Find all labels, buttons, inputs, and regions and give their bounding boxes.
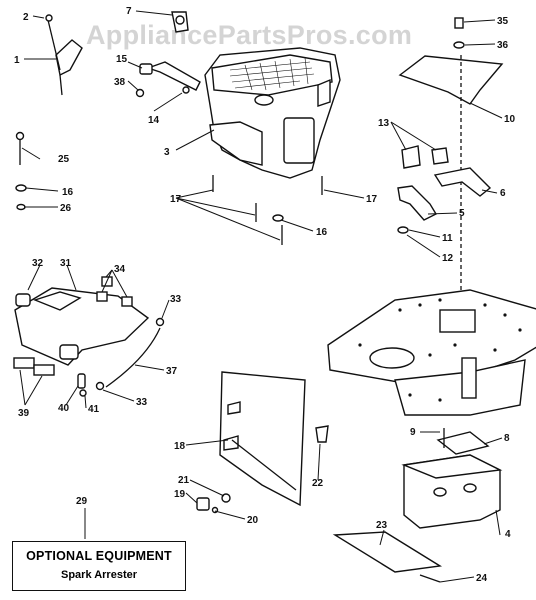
spark-arrester-screen[interactable] <box>332 531 443 583</box>
callout-26: 26 <box>60 203 72 214</box>
part-7-clip[interactable] <box>171 11 189 33</box>
callout-40: 40 <box>58 403 70 414</box>
exhaust-pipes[interactable] <box>397 145 492 234</box>
callout-7: 7 <box>126 6 132 17</box>
dipstick-tube-part[interactable] <box>135 61 201 98</box>
callout-14: 14 <box>148 115 160 126</box>
left-hardware-parts[interactable] <box>15 131 27 211</box>
callout-labels: 1 2 3 4 5 6 7 8 9 10 11 12 13 14 15 16 1… <box>14 6 516 584</box>
callout-8: 8 <box>504 433 510 444</box>
part-39-blocks[interactable] <box>13 357 55 376</box>
mount-bolts[interactable] <box>212 175 323 245</box>
callout-10: 10 <box>504 114 516 125</box>
callout-18: 18 <box>174 441 186 452</box>
callout-5: 5 <box>459 208 465 219</box>
callout-4: 4 <box>505 529 511 540</box>
callout-32: 32 <box>32 258 44 269</box>
callout-34: 34 <box>114 264 126 275</box>
optional-equipment-title: OPTIONAL EQUIPMENT <box>26 549 172 563</box>
callout-6: 6 <box>500 188 506 199</box>
callout-17b: 17 <box>366 194 378 205</box>
callout-1: 1 <box>14 55 20 66</box>
shield-part-18[interactable] <box>219 371 306 507</box>
callout-13: 13 <box>378 118 390 129</box>
callout-37: 37 <box>166 366 178 377</box>
fuel-line-parts[interactable] <box>77 317 165 397</box>
watermark-text: AppliancePartsPros.com <box>86 20 413 50</box>
spark-arrester-label: Spark Arrester <box>60 569 138 581</box>
callout-11: 11 <box>442 233 453 244</box>
callout-41: 41 <box>88 404 100 415</box>
callout-24: 24 <box>476 573 488 584</box>
callout-16b: 16 <box>316 227 328 238</box>
throttle-bracket-part[interactable] <box>45 14 83 96</box>
optional-equipment-box: OPTIONAL EQUIPMENT Spark Arrester <box>12 541 186 591</box>
seat-assembly-part-31[interactable] <box>14 287 150 366</box>
callout-29: 29 <box>76 496 88 507</box>
callout-15: 15 <box>116 54 128 65</box>
callout-9: 9 <box>410 427 416 438</box>
callout-31: 31 <box>60 258 72 269</box>
chassis-frame[interactable] <box>327 289 536 416</box>
callout-17a: 17 <box>170 194 182 205</box>
leader-lines <box>19 10 503 583</box>
callout-35: 35 <box>497 16 509 27</box>
callout-20: 20 <box>247 515 259 526</box>
callout-3: 3 <box>164 147 170 158</box>
callout-12: 12 <box>442 253 454 264</box>
callout-2: 2 <box>23 12 29 23</box>
callout-33b: 33 <box>136 397 148 408</box>
muffler-part-4[interactable] <box>401 428 503 529</box>
callout-16a: 16 <box>62 187 74 198</box>
callout-19: 19 <box>174 489 186 500</box>
callout-21: 21 <box>178 475 190 486</box>
engine-part[interactable] <box>204 47 341 179</box>
callout-33a: 33 <box>170 294 182 305</box>
callout-39: 39 <box>18 408 30 419</box>
callout-25: 25 <box>58 154 70 165</box>
callout-38: 38 <box>114 77 126 88</box>
callout-22: 22 <box>312 478 324 489</box>
callout-36: 36 <box>497 40 509 51</box>
callout-23: 23 <box>376 520 388 531</box>
